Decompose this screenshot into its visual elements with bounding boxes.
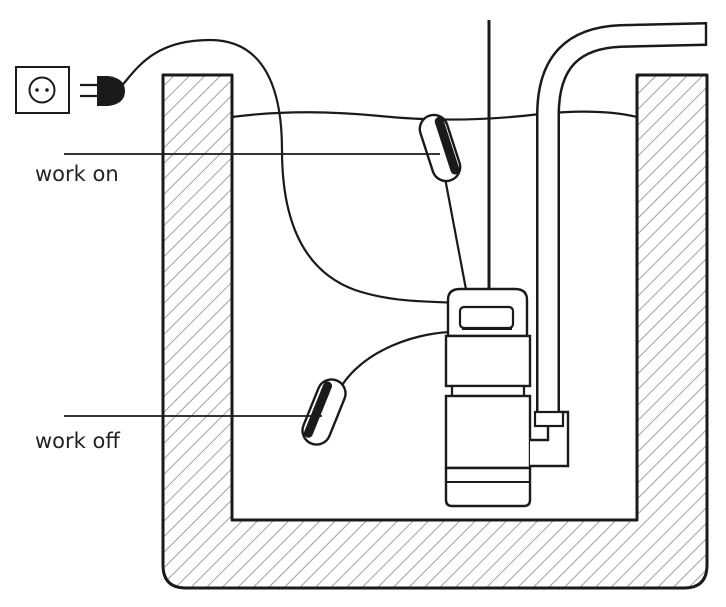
float-switch-lower [301, 330, 463, 446]
power-cable [117, 38, 463, 306]
power-socket-icon [15, 66, 70, 114]
work-off-label: work off [35, 429, 120, 453]
float-switch-upper [418, 113, 470, 301]
work-on-label: work on [35, 162, 119, 186]
plug-icon [80, 76, 125, 106]
discharge-hose [533, 22, 708, 428]
pit-wall [161, 73, 709, 590]
